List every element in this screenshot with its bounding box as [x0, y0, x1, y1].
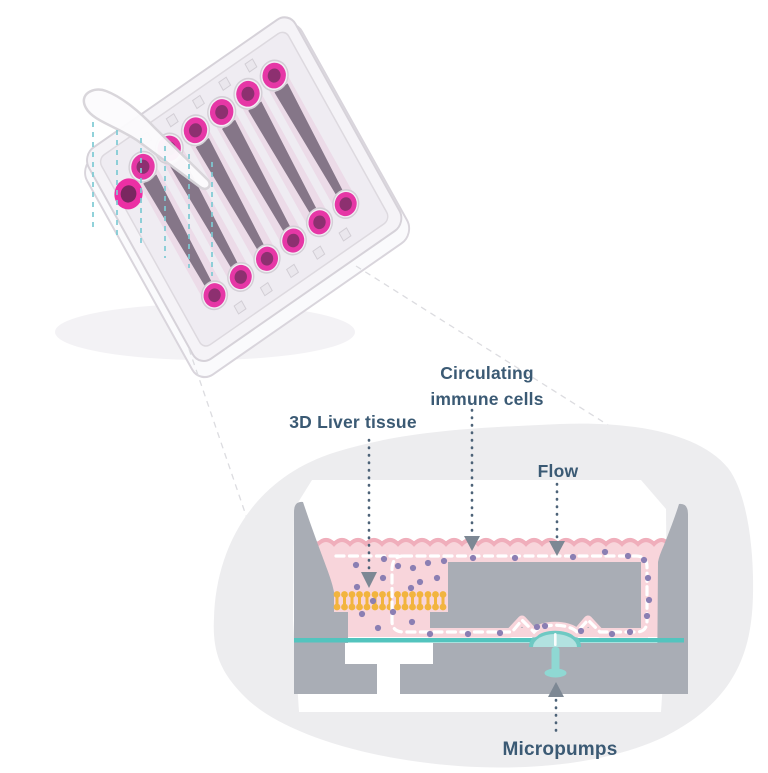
scaffold-opening: [345, 643, 433, 696]
micropump-base: [544, 668, 567, 678]
immune-cell-dots: [352, 548, 653, 638]
plate-deck: [99, 31, 389, 347]
pointer-lines: [367, 408, 559, 739]
liver-tissue-arrow-icon: [361, 572, 377, 588]
highlighted-well: [114, 178, 143, 210]
pointer-arrows: [361, 536, 565, 697]
label-circulating-line1: Circulating: [440, 363, 534, 383]
microfluidic-plate: [84, 16, 411, 379]
micropumps-arrow-icon: [548, 682, 564, 697]
chip-structure: [294, 501, 688, 694]
flow-path-dashed: [334, 554, 649, 635]
center-structure: [430, 562, 641, 628]
micropump-highlight: [554, 633, 557, 646]
immune-cells-arrow-icon: [464, 536, 480, 551]
label-micropumps: Micropumps: [502, 739, 618, 760]
label-3d-liver-tissue: 3D Liver tissue: [289, 412, 417, 432]
label-circulating-immune-cells: Circulating immune cells: [407, 360, 567, 412]
liver-tissue-cells: [333, 591, 447, 611]
flow-arrow-icon: [549, 541, 565, 556]
membrane-line: [294, 638, 684, 643]
medium-surface-wave: [316, 538, 670, 547]
section-plane-lines: [92, 122, 213, 276]
label-flow: Flow: [537, 461, 579, 481]
channel-lanes: [143, 83, 344, 287]
stylus: [82, 88, 211, 191]
micropump: [529, 628, 581, 678]
label-circulating-line2: immune cells: [430, 389, 544, 409]
micropump-stem: [551, 647, 560, 672]
wells-bottom-row: [200, 189, 360, 311]
